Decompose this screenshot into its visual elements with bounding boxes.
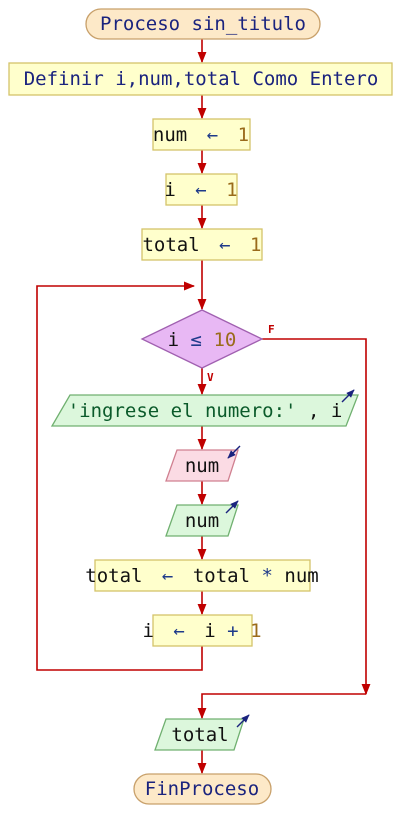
loop-back-connector (36, 281, 203, 671)
assign-i-value: 1 (226, 179, 237, 201)
condition-value: 10 (213, 329, 236, 351)
false-branch-connector (262, 338, 371, 696)
false-label: F (268, 323, 275, 336)
exit-connector (197, 693, 366, 720)
increment-value: 1 (250, 620, 261, 642)
svg-text:i ≤ 10: i ≤ 10 (168, 329, 237, 351)
write-prompt-var: i (331, 400, 342, 422)
true-label: V (207, 371, 214, 384)
write-num-label: num (185, 510, 219, 532)
svg-text:total ← 1: total ← 1 (142, 234, 261, 256)
end-label: FinProceso (145, 778, 259, 800)
assign-sum-arrow: ← (162, 565, 173, 587)
define-label: Definir i,num,total Como Entero (24, 68, 379, 90)
assign-sum-expr-var2: num (284, 565, 318, 587)
increment-arrow: ← (173, 620, 184, 642)
start-label: Proceso sin_titulo (100, 13, 306, 35)
assign-total-box: total ← 1 (141, 228, 263, 261)
write-num-box: num (165, 500, 239, 537)
start-terminal: Proceso sin_titulo (85, 8, 321, 40)
assign-sum-expr-var: total (193, 565, 250, 587)
assign-i-var: i (164, 179, 175, 201)
input-arrow-icon (227, 445, 241, 459)
end-terminal: FinProceso (133, 773, 272, 805)
assign-total-var: total (142, 234, 199, 256)
write-total-label: total (171, 724, 228, 746)
decision-diamond: i ≤ 10 F V (140, 309, 275, 384)
connectors (36, 39, 371, 775)
assign-sum-var: total (85, 565, 142, 587)
read-num-box: num (165, 445, 241, 482)
svg-text:i ← i +: i ← i + 1 (142, 620, 261, 642)
svg-text:'ingrese el numero:' ,: 'ingrese el numero:' , i (68, 400, 343, 422)
svg-text:i ← 1: i ← 1 (164, 179, 237, 201)
assign-num-arrow: ← (207, 124, 218, 146)
assign-total-arrow: ← (219, 234, 230, 256)
read-num-label: num (185, 455, 219, 477)
svg-text:num ← 1: num ← 1 (153, 124, 249, 146)
define-box: Definir i,num,total Como Entero (8, 62, 393, 96)
assign-sum-op: * (261, 565, 272, 587)
increment-box: i ← i + 1 (142, 614, 262, 647)
increment-op: + (227, 620, 238, 642)
increment-expr-var: i (204, 620, 215, 642)
assign-i-arrow: ← (195, 179, 206, 201)
output-arrow-icon (341, 389, 355, 403)
write-prompt-box: 'ingrese el numero:' , i (50, 389, 359, 427)
assign-total-value: 1 (250, 234, 261, 256)
output-arrow-icon (225, 500, 239, 514)
write-prompt-text: 'ingrese el numero:' (68, 400, 297, 422)
svg-text:total ← total: total ← total * num (85, 565, 318, 587)
assign-num-value: 1 (238, 124, 249, 146)
assign-num-var: num (153, 124, 187, 146)
write-total-box: total (154, 714, 250, 751)
write-prompt-sep: , (308, 400, 319, 422)
assign-sum-box: total ← total * num (85, 559, 319, 592)
increment-var: i (142, 620, 153, 642)
assign-i-box: i ← 1 (164, 173, 238, 206)
condition-var: i (168, 329, 179, 351)
output-arrow-icon (236, 714, 250, 728)
condition-op: ≤ (191, 329, 202, 351)
assign-num-box: num ← 1 (152, 118, 251, 151)
